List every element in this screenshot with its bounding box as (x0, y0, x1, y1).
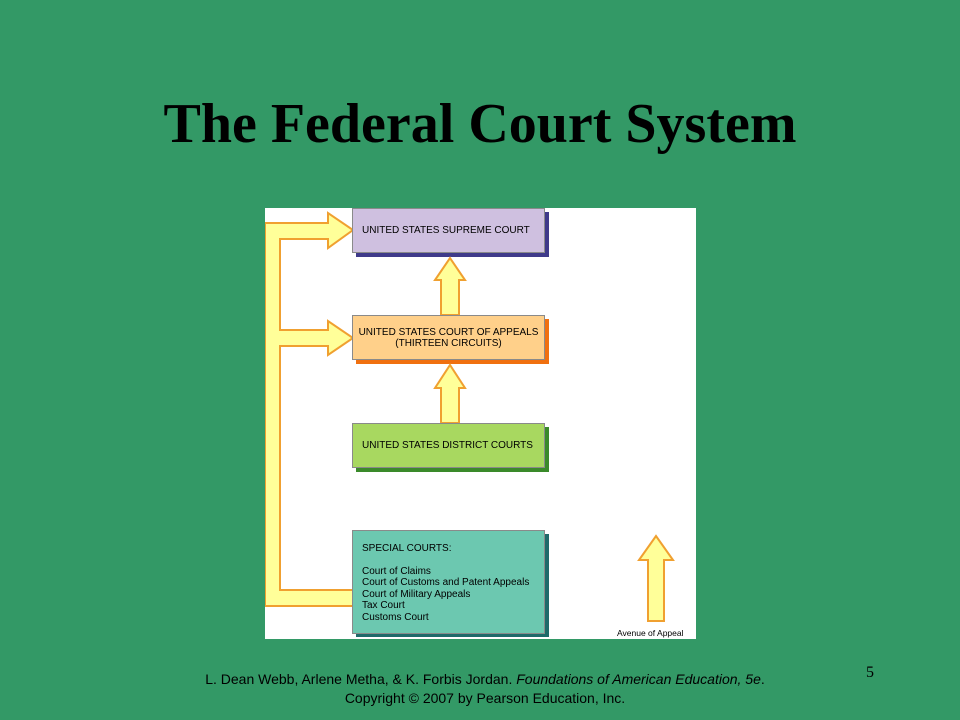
supreme-court-box: UNITED STATES SUPREME COURT (352, 208, 545, 253)
citation-copyright: . Copyright © 2007 by Pearson Education,… (344, 671, 765, 706)
court-system-diagram: UNITED STATES SUPREME COURT UNITED STATE… (265, 208, 696, 639)
legend-arrow (637, 534, 675, 622)
special-court-item: Court of Claims (362, 565, 431, 577)
special-court-item: Court of Customs and Patent Appeals (362, 577, 530, 588)
special-courts-heading: SPECIAL COURTS: (362, 543, 452, 554)
district-courts-box: UNITED STATES DISTRICT COURTS (352, 423, 545, 468)
slide-title: The Federal Court System (163, 93, 797, 155)
citation-book-title: Foundations of American Education, 5e (516, 671, 761, 687)
special-court-item: Court of Military Appeals (362, 588, 471, 600)
district-courts-label: UNITED STATES DISTRICT COURTS (362, 440, 533, 451)
citation: L. Dean Webb, Arlene Metha, & K. Forbis … (200, 670, 770, 708)
court-of-appeals-label: UNITED STATES COURT OF APPEALS (358, 326, 539, 338)
district-to-appeals-arrow (433, 363, 467, 424)
special-to-upper-courts-arrow (265, 211, 355, 607)
legend-label: Avenue of Appeal (617, 628, 684, 638)
court-of-appeals-sublabel: (THIRTEEN CIRCUITS) (395, 337, 502, 349)
court-of-appeals-box: UNITED STATES COURT OF APPEALS (THIRTEEN… (352, 315, 545, 360)
special-court-item: Customs Court (362, 611, 429, 623)
special-court-item: Tax Court (362, 600, 405, 611)
appeals-to-supreme-arrow (433, 256, 467, 316)
supreme-court-label: UNITED STATES SUPREME COURT (362, 225, 530, 236)
citation-authors: L. Dean Webb, Arlene Metha, & K. Forbis … (205, 671, 513, 687)
slide-number: 5 (866, 664, 874, 681)
special-courts-box: SPECIAL COURTS: Court of Claims Court of… (352, 530, 545, 634)
